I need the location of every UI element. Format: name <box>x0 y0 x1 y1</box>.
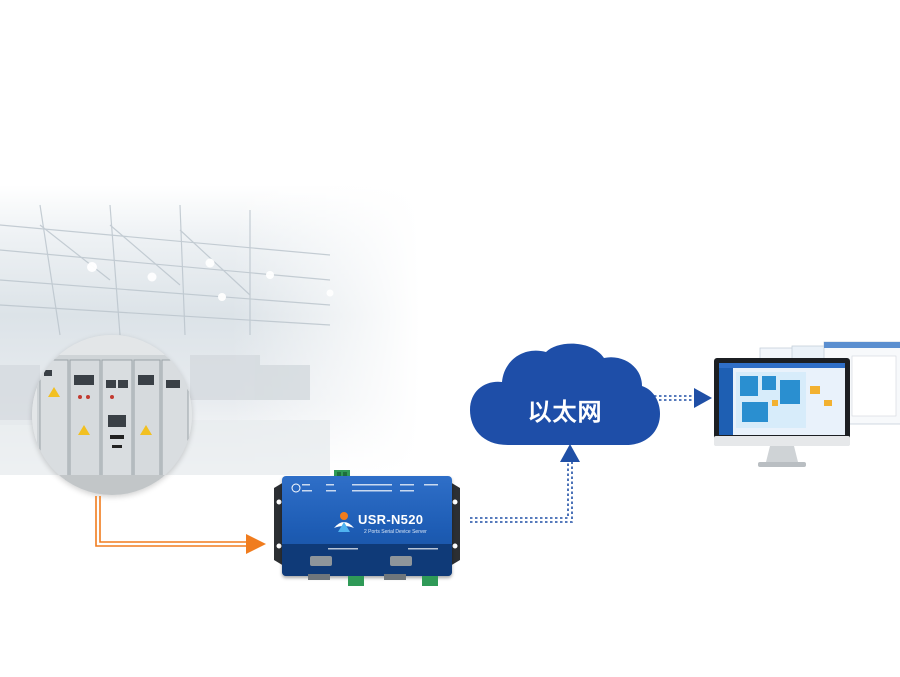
blue-ethernet-line-up <box>470 462 573 523</box>
blue-ethernet-line-right <box>654 395 696 401</box>
orange-arrow-head-icon <box>246 534 266 554</box>
blue-arrow-right-icon <box>694 388 712 408</box>
computer-monitor-icon <box>712 340 900 472</box>
orange-serial-line <box>95 496 248 547</box>
cloud-label: 以太网 <box>527 398 603 426</box>
ethernet-cloud-icon: 以太网 <box>470 340 660 445</box>
serial-device-server-icon: USR-N520 2 Ports Serial Device Server <box>272 470 462 588</box>
electrical-cabinet-icon <box>32 335 192 495</box>
device-port-panel <box>282 544 452 576</box>
device-model-label: USR-N520 <box>358 512 424 527</box>
device-subtitle-label: 2 Ports Serial Device Server <box>364 529 427 535</box>
blue-arrow-up-icon <box>560 444 580 462</box>
